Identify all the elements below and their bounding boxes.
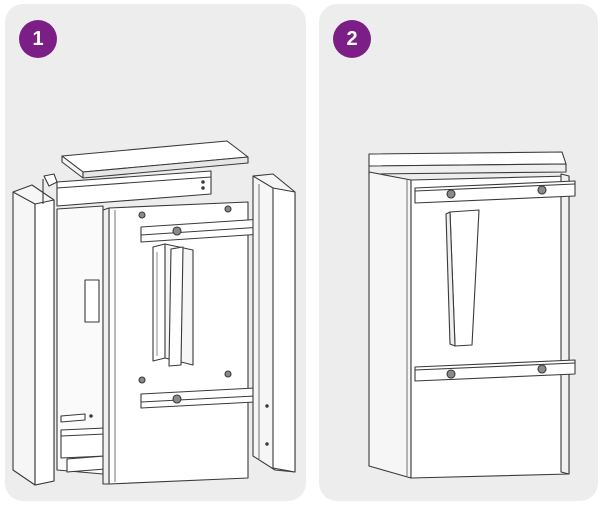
- left-side-panel: [12, 173, 58, 486]
- step-2-panel: 2: [319, 4, 598, 501]
- step-1-illustration: [12, 140, 296, 486]
- right-side-panel: [252, 173, 296, 473]
- step-2-badge: 2: [333, 20, 371, 58]
- top-board: [368, 151, 567, 175]
- back-top-rail: [56, 170, 212, 207]
- step-1-panel: 1: [5, 4, 306, 501]
- dowels: [138, 205, 232, 384]
- handle: [152, 243, 194, 367]
- lower-rail: [414, 359, 576, 382]
- carcass-frame: [56, 205, 106, 475]
- upper-rail: [414, 180, 576, 204]
- step-1-badge: 1: [19, 20, 57, 58]
- door-panel: [410, 175, 570, 479]
- right-side-panel: [560, 173, 570, 475]
- handle: [445, 209, 480, 347]
- left-side-panel: [368, 171, 412, 479]
- step-2-illustration: [368, 151, 576, 479]
- top-board: [61, 140, 249, 179]
